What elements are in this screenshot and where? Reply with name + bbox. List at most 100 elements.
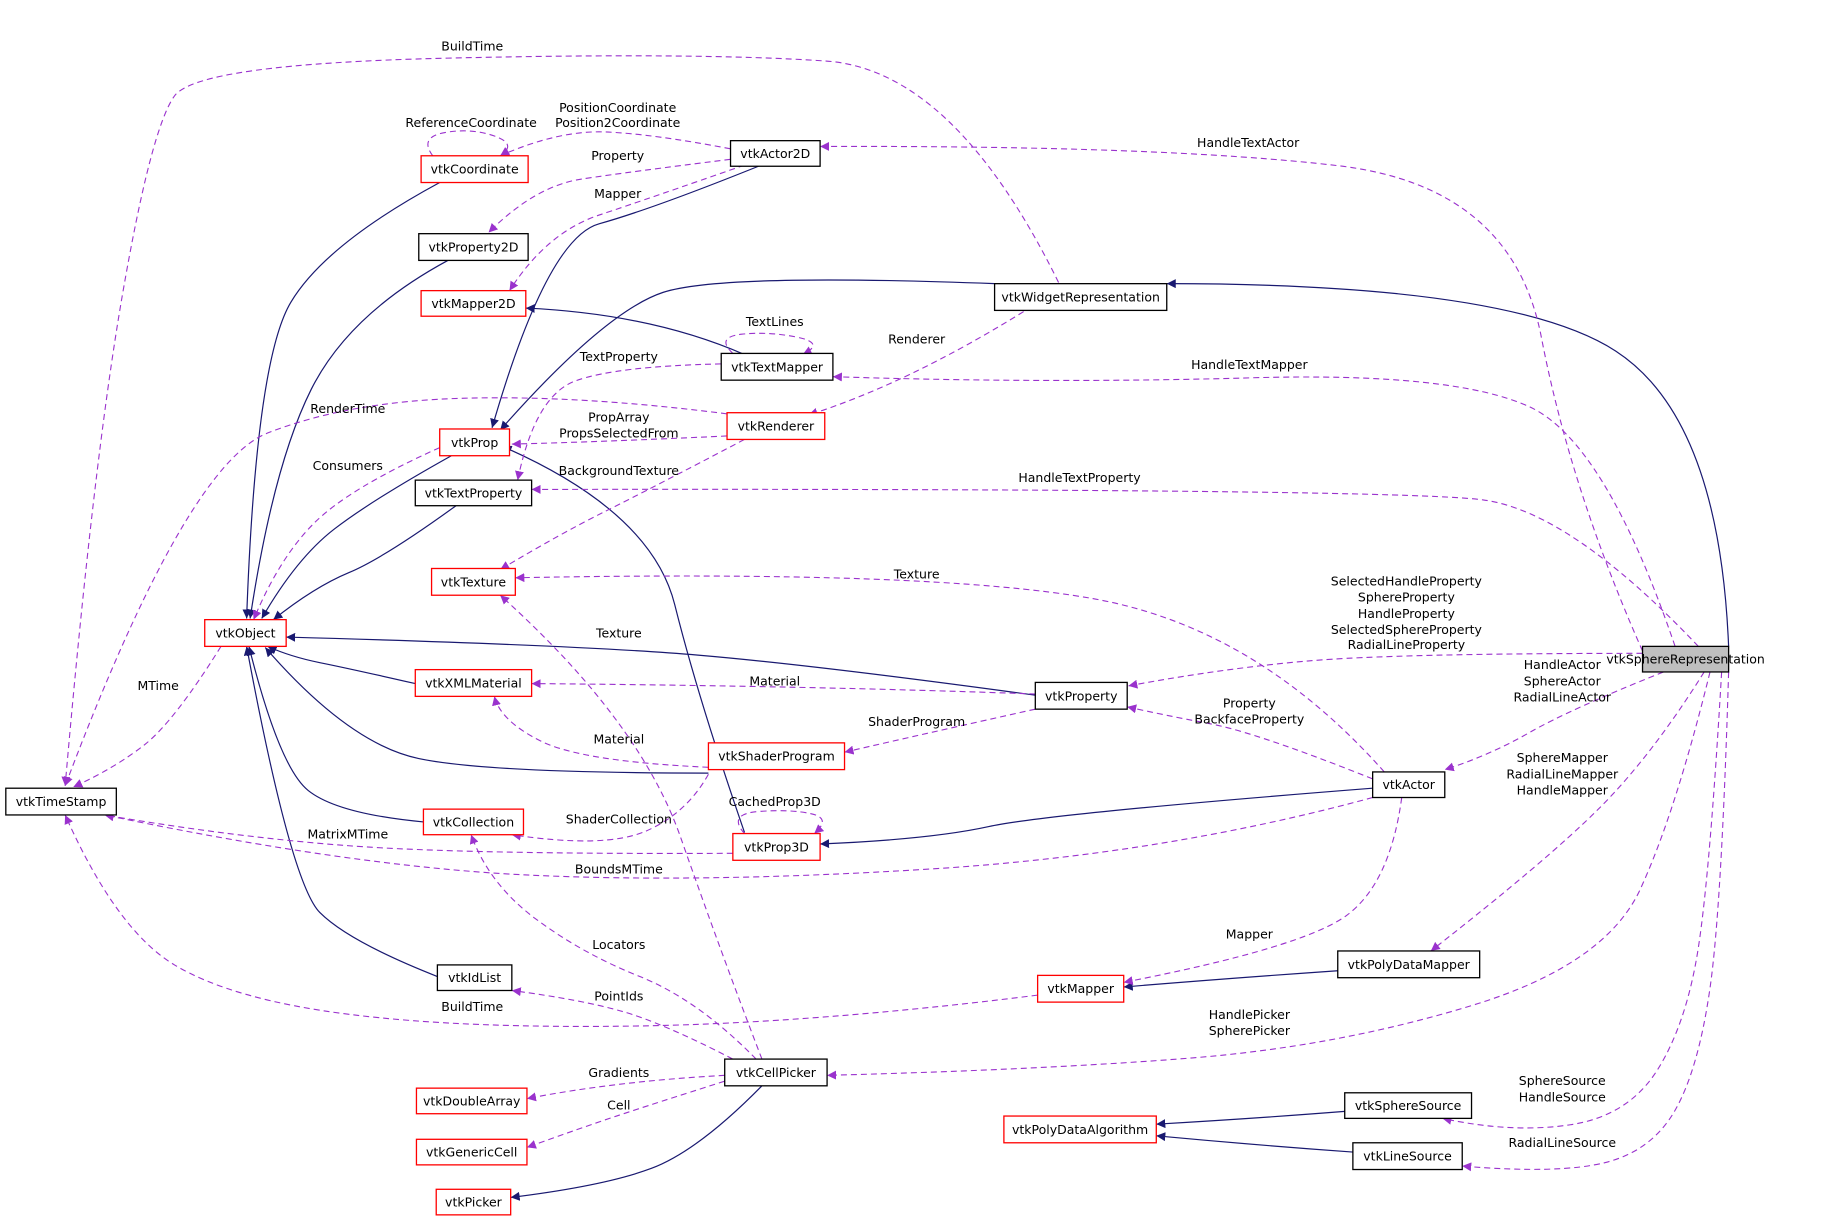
- class-name: vtkCollection: [433, 814, 514, 829]
- class-node-vtk-actor[interactable]: vtkActor: [1372, 771, 1446, 799]
- class-box: [439, 428, 511, 457]
- class-box: [1352, 1142, 1463, 1171]
- edge-label-prop-array: PropArray: [588, 409, 650, 424]
- edge-label-radial-line-source: RadialLineSource: [1508, 1135, 1616, 1150]
- usage-edge-vtk-sphere-representation-to-vtk-text-property: [531, 484, 1699, 647]
- usage-edge-vtk-sphere-representation-to-vtk-line-source: [1462, 671, 1730, 1172]
- edge-label-radial-line-actor: RadialLineActor: [1513, 690, 1611, 705]
- usage-edge-vtk-sphere-representation-to-vtk-actor: [1444, 671, 1664, 772]
- usage-edge-vtk-actor-to-vtk-time-stamp: [104, 796, 1373, 879]
- class-node-vtk-texture[interactable]: vtkTexture: [430, 567, 516, 596]
- class-node-vtk-property2-d[interactable]: vtkProperty2D: [418, 233, 529, 262]
- edge-label-shader-program: ShaderProgram: [868, 714, 965, 729]
- class-box: [1003, 1115, 1157, 1144]
- class-name: vtkPolyDataAlgorithm: [1012, 1122, 1148, 1137]
- class-node-vtk-property[interactable]: vtkProperty: [1034, 681, 1128, 710]
- class-box: [415, 1087, 528, 1115]
- class-box: [435, 1188, 512, 1216]
- class-name: vtkIdList: [448, 970, 501, 985]
- class-node-vtk-renderer[interactable]: vtkRenderer: [726, 412, 826, 441]
- edge-label-text-property: TextProperty: [579, 349, 659, 364]
- class-node-vtk-object[interactable]: vtkObject: [204, 618, 287, 648]
- class-box: [724, 1058, 828, 1087]
- class-node-vtk-poly-data-algorithm[interactable]: vtkPolyDataAlgorithm: [1003, 1115, 1157, 1144]
- inheritance-edge-vtk-prop-to-vtk-object: [261, 455, 452, 619]
- class-box: [414, 479, 533, 507]
- class-node-vtk-text-mapper[interactable]: vtkTextMapper: [720, 352, 834, 381]
- class-node-vtk-mapper2-d[interactable]: vtkMapper2D: [420, 289, 527, 317]
- class-node-vtk-cell-picker[interactable]: vtkCellPicker: [724, 1058, 828, 1087]
- inheritance-edge-vtk-collection-to-vtk-object: [246, 646, 424, 823]
- usage-edge-vtk-prop3-d-to-vtk-prop3-d: [737, 810, 825, 834]
- class-box: [422, 808, 525, 836]
- class-node-vtk-collection[interactable]: vtkCollection: [422, 808, 525, 836]
- usage-edge-vtk-sphere-representation-to-vtk-property: [1128, 652, 1643, 689]
- class-node-vtk-generic-cell[interactable]: vtkGenericCell: [415, 1138, 528, 1166]
- class-name: vtkWidgetRepresentation: [1001, 290, 1160, 305]
- edge-label-shader-collection: ShaderCollection: [566, 812, 672, 827]
- inheritance-edge-vtk-sphere-representation-to-vtk-widget-representation: [1166, 279, 1730, 647]
- class-node-vtk-actor2-d[interactable]: vtkActor2D: [729, 140, 821, 167]
- edge-label-locators: Locators: [592, 937, 645, 952]
- inheritance-edge-vtk-property-to-vtk-object: [286, 632, 1036, 696]
- class-box: [420, 155, 529, 184]
- usage-edge-vtk-sphere-representation-to-vtk-cell-picker: [827, 671, 1711, 1080]
- edge-label-render-time: RenderTime: [310, 401, 385, 416]
- class-name: vtkSphereRepresentation: [1606, 652, 1765, 667]
- class-node-vtk-id-list[interactable]: vtkIdList: [436, 964, 513, 992]
- edge-label-handle-actor: HandleActor: [1524, 657, 1602, 672]
- class-name: vtkTexture: [441, 574, 507, 589]
- class-name: vtkActor2D: [740, 146, 810, 161]
- usage-edge-vtk-shader-program-to-vtk-collection: [511, 773, 709, 842]
- usage-edge-vtk-actor-to-vtk-property: [1127, 704, 1373, 780]
- class-node-vtk-line-source[interactable]: vtkLineSource: [1352, 1142, 1463, 1171]
- class-node-vtk-widget-representation[interactable]: vtkWidgetRepresentation: [993, 283, 1168, 312]
- edges-layer: [61, 55, 1730, 1201]
- class-node-vtk-poly-data-mapper[interactable]: vtkPolyDataMapper: [1337, 950, 1481, 979]
- class-name: vtkCellPicker: [736, 1065, 817, 1080]
- class-node-vtk-xmlmaterial[interactable]: vtkXMLMaterial: [414, 668, 533, 698]
- usage-edge-vtk-actor-to-vtk-mapper: [1123, 797, 1403, 986]
- nodes-layer: vtkSphereRepresentation vtkWidgetRepresen…: [5, 140, 1765, 1216]
- edge-label-handle-property: HandleProperty: [1358, 606, 1456, 621]
- edge-label-position-coordinate: PositionCoordinate: [559, 100, 677, 115]
- usage-edge-vtk-mapper-to-vtk-time-stamp: [64, 814, 1038, 1027]
- class-node-vtk-picker[interactable]: vtkPicker: [435, 1188, 512, 1216]
- usage-edge-vtk-actor2-d-to-vtk-mapper2-d: [509, 164, 745, 291]
- class-box: [1372, 771, 1446, 799]
- class-node-vtk-prop3-d[interactable]: vtkProp3D: [732, 832, 821, 861]
- usage-edge-vtk-shader-program-to-vtk-xmlmaterial: [492, 696, 709, 768]
- edge-labels-layer: BuildTimeReferenceCoordinatePositionCoor…: [138, 39, 1620, 1150]
- class-name: vtkProperty2D: [428, 240, 518, 255]
- usage-edge-vtk-cell-picker-to-vtk-generic-cell: [526, 1080, 725, 1149]
- class-node-vtk-time-stamp[interactable]: vtkTimeStamp: [5, 787, 117, 816]
- class-node-vtk-shader-program[interactable]: vtkShaderProgram: [707, 742, 846, 771]
- class-box: [420, 289, 527, 317]
- edge-label-cached-prop3-d: CachedProp3D: [729, 794, 821, 809]
- class-node-vtk-coordinate[interactable]: vtkCoordinate: [420, 155, 529, 184]
- class-name: vtkProp3D: [744, 839, 809, 854]
- class-box: [732, 832, 821, 861]
- inheritance-edge-vtk-shader-program-to-vtk-object: [264, 647, 709, 774]
- class-node-vtk-sphere-source[interactable]: vtkSphereSource: [1344, 1092, 1473, 1120]
- inheritance-edge-vtk-text-property-to-vtk-object: [272, 505, 457, 621]
- usage-edge-vtk-property-to-vtk-xmlmaterial: [531, 679, 1036, 695]
- edge-label-renderer: Renderer: [888, 331, 946, 346]
- class-box: [1036, 974, 1125, 1003]
- edge-label-handle-text-mapper: HandleTextMapper: [1191, 357, 1308, 372]
- edge-label-sphere-source: SphereSource: [1519, 1073, 1606, 1088]
- class-node-vtk-prop[interactable]: vtkProp: [439, 428, 511, 457]
- usage-edge-vtk-sphere-representation-to-vtk-sphere-source: [1442, 671, 1723, 1129]
- class-node-vtk-text-property[interactable]: vtkTextProperty: [414, 479, 533, 507]
- edge-label-point-ids: PointIds: [594, 988, 643, 1003]
- usage-edge-vtk-cell-picker-to-vtk-id-list: [511, 987, 734, 1060]
- class-node-vtk-mapper[interactable]: vtkMapper: [1036, 974, 1125, 1003]
- class-node-vtk-sphere-representation[interactable]: vtkSphereRepresentation: [1606, 645, 1765, 673]
- class-node-vtk-double-array[interactable]: vtkDoubleArray: [415, 1087, 528, 1115]
- edge-label-handle-picker: HandlePicker: [1209, 1007, 1291, 1022]
- inheritance-edge-vtk-actor-to-vtk-prop3-d: [820, 787, 1373, 849]
- edge-label-handle-source: HandleSource: [1519, 1089, 1606, 1104]
- edge-label-cell: Cell: [607, 1098, 630, 1113]
- usage-edge-vtk-sphere-representation-to-vtk-text-mapper: [832, 372, 1676, 647]
